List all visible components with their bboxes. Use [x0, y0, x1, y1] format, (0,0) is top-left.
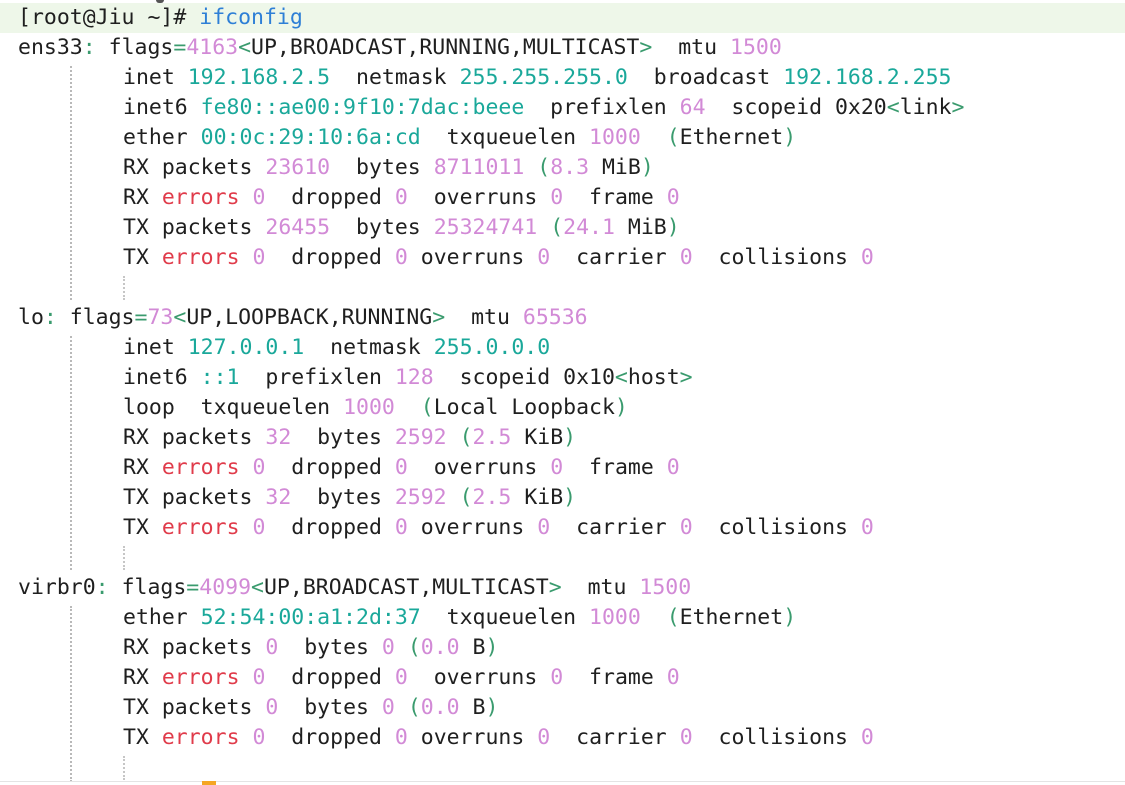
- prompt-line: [root@Jiu ~]# ifconfig: [18, 3, 303, 33]
- detail-line: RX packets 0 bytes 0 (0.0 B): [123, 635, 499, 660]
- flags-value: 4099: [199, 575, 252, 600]
- detail-line: RX errors 0 dropped 0 overruns 0 frame 0: [123, 455, 680, 480]
- flags-value: 73: [147, 305, 174, 330]
- detail-line: RX packets 23610 bytes 8711011 (8.3 MiB): [123, 155, 654, 180]
- prompt-symbol: #: [173, 5, 187, 30]
- detail-line: TX errors 0 dropped 0 overruns 0 carrier…: [123, 245, 874, 270]
- detail-line: inet6 ::1 prefixlen 128 scopeid 0x10<hos…: [123, 365, 693, 390]
- detail-line: TX errors 0 dropped 0 overruns 0 carrier…: [123, 725, 874, 750]
- detail-line: ether 00:0c:29:10:6a:cd txqueuelen 1000 …: [123, 125, 797, 150]
- scroll-edge-marker: [156, 0, 164, 3]
- current-line-highlight: [0, 3, 1125, 33]
- flags-list: UP,BROADCAST,MULTICAST: [263, 575, 549, 600]
- flags-list: UP,BROADCAST,RUNNING,MULTICAST: [251, 35, 640, 60]
- indent-guide: [123, 546, 125, 570]
- detail-line: RX errors 0 dropped 0 overruns 0 frame 0: [123, 665, 680, 690]
- detail-line: TX errors 0 dropped 0 overruns 0 carrier…: [123, 515, 874, 540]
- interface-name: virbr0: [18, 575, 96, 600]
- mtu-value: 1500: [639, 575, 692, 600]
- interface-name: lo: [18, 305, 44, 330]
- detail-line: TX packets 26455 bytes 25324741 (24.1 Mi…: [123, 215, 680, 240]
- detail-line: inet6 fe80::ae00:9f10:7dac:beee prefixle…: [123, 95, 965, 120]
- detail-line: inet 192.168.2.5 netmask 255.255.255.0 b…: [123, 65, 952, 90]
- flags-list: UP,LOOPBACK,RUNNING: [186, 305, 433, 330]
- detail-line: RX errors 0 dropped 0 overruns 0 frame 0: [123, 185, 680, 210]
- prompt-user-host: [root@Jiu ~]: [18, 5, 174, 30]
- text-cursor: [202, 781, 216, 785]
- detail-line: inet 127.0.0.1 netmask 255.0.0.0: [123, 335, 551, 360]
- interface-header-lo: lo: flags=73<UP,LOOPBACK,RUNNING> mtu 65…: [18, 305, 588, 330]
- detail-line: TX packets 0 bytes 0 (0.0 B): [123, 695, 499, 720]
- indent-guide: [70, 606, 72, 782]
- command-text: ifconfig: [199, 5, 303, 30]
- interface-header-ens33: ens33: flags=4163<UP,BROADCAST,RUNNING,M…: [18, 35, 782, 60]
- bottom-edge: [0, 781, 1125, 782]
- mtu-value: 1500: [730, 35, 782, 60]
- detail-line: RX packets 32 bytes 2592 (2.5 KiB): [123, 425, 577, 450]
- indent-guide: [70, 66, 72, 300]
- indent-guide: [123, 276, 125, 300]
- detail-line: loop txqueuelen 1000 (Local Loopback): [123, 395, 628, 420]
- detail-line: ether 52:54:00:a1:2d:37 txqueuelen 1000 …: [123, 605, 797, 630]
- interface-name: ens33: [18, 35, 83, 60]
- detail-line: TX packets 32 bytes 2592 (2.5 KiB): [123, 485, 577, 510]
- indent-guide: [70, 336, 72, 570]
- flags-value: 4163: [186, 35, 239, 60]
- indent-guide: [123, 756, 125, 780]
- interface-header-virbr0: virbr0: flags=4099<UP,BROADCAST,MULTICAS…: [18, 575, 692, 600]
- mtu-value: 65536: [522, 305, 588, 330]
